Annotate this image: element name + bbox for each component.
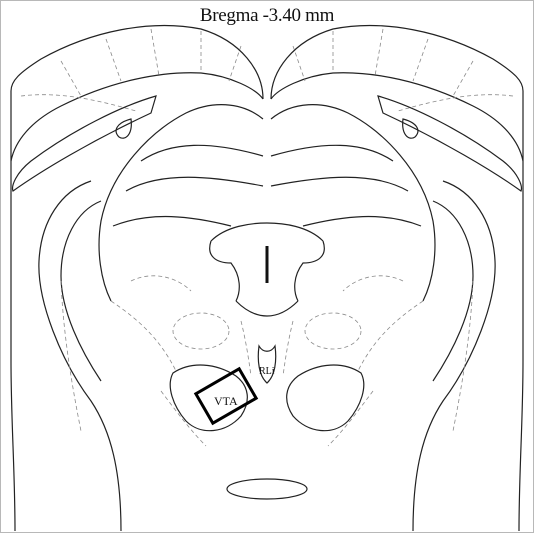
subregion-boundaries <box>61 276 473 446</box>
cortical-layer-lines <box>21 29 513 111</box>
hippocampus-outline <box>13 96 522 531</box>
vta-label: VTA <box>214 394 238 408</box>
rli-label: RLi <box>259 366 275 377</box>
thalamus-outline <box>99 105 435 316</box>
